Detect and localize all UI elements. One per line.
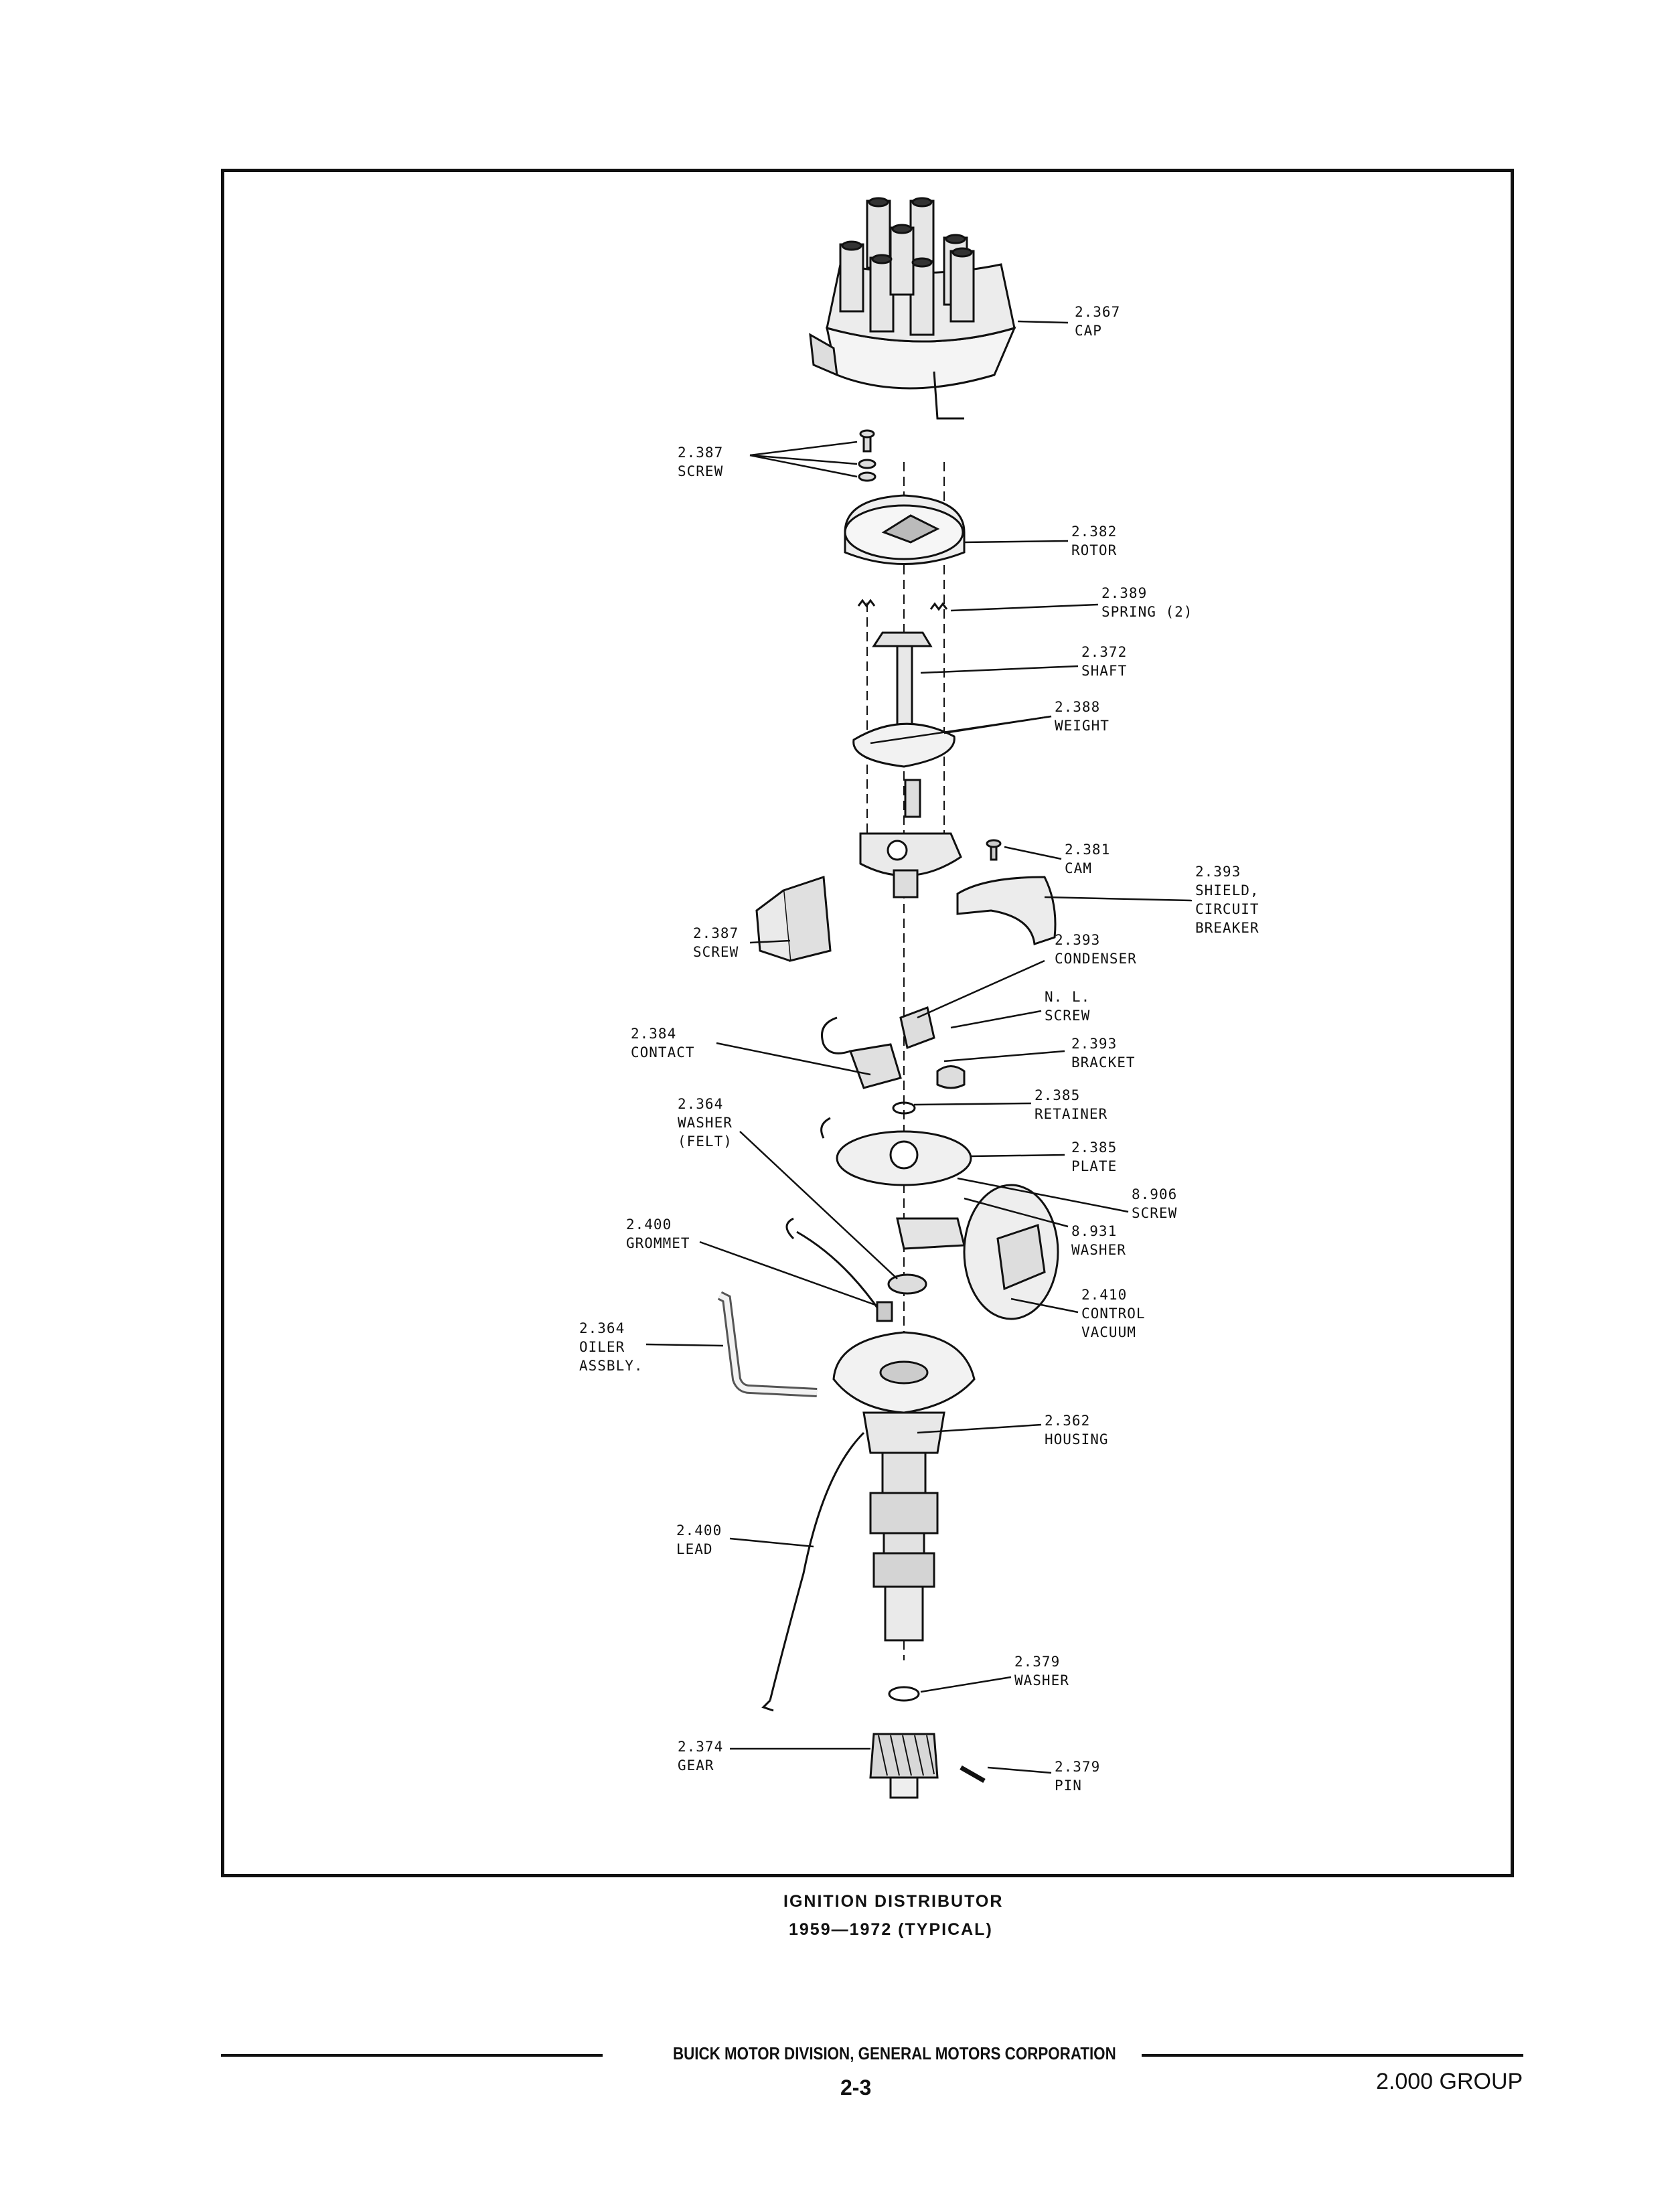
figure-caption-subtitle: 1959—1972 (TYPICAL) [789,1920,993,1939]
group-label: 2.000 GROUP [1376,2069,1523,2094]
grommet [785,1217,893,1322]
page-number: 2-3 [840,2075,872,2100]
footer-rule-right [1142,2054,1523,2057]
lead-wire [769,1431,865,1701]
label-nl-screw: N. L.SCREW [1045,989,1091,1024]
pin [960,1765,986,1784]
shield-left [755,875,832,962]
rotor [844,494,966,565]
footer-publisher: BUICK MOTOR DIVISION, GENERAL MOTORS COR… [673,2043,1116,2063]
felt-washer [887,1273,927,1295]
circuit-breaker-shield [956,876,1057,946]
condenser [821,1006,935,1054]
top-screws [858,429,876,482]
oiler-assembly [717,1291,818,1397]
housing [832,1331,976,1642]
cam-assembly [859,832,1002,898]
drive-gear [869,1733,939,1799]
figure-caption-title: IGNITION DISTRIBUTOR [783,1892,1004,1911]
distributor-cap [809,197,1016,420]
retainer [892,1101,916,1115]
breaker-plate [820,1117,972,1186]
vacuum-control [896,1184,1059,1320]
springs [857,599,948,611]
contact-points [848,1043,966,1089]
leader-lines [645,320,1193,1774]
bottom-washer [888,1686,920,1702]
figure-frame [221,169,1514,1877]
footer-rule-left [221,2054,603,2057]
